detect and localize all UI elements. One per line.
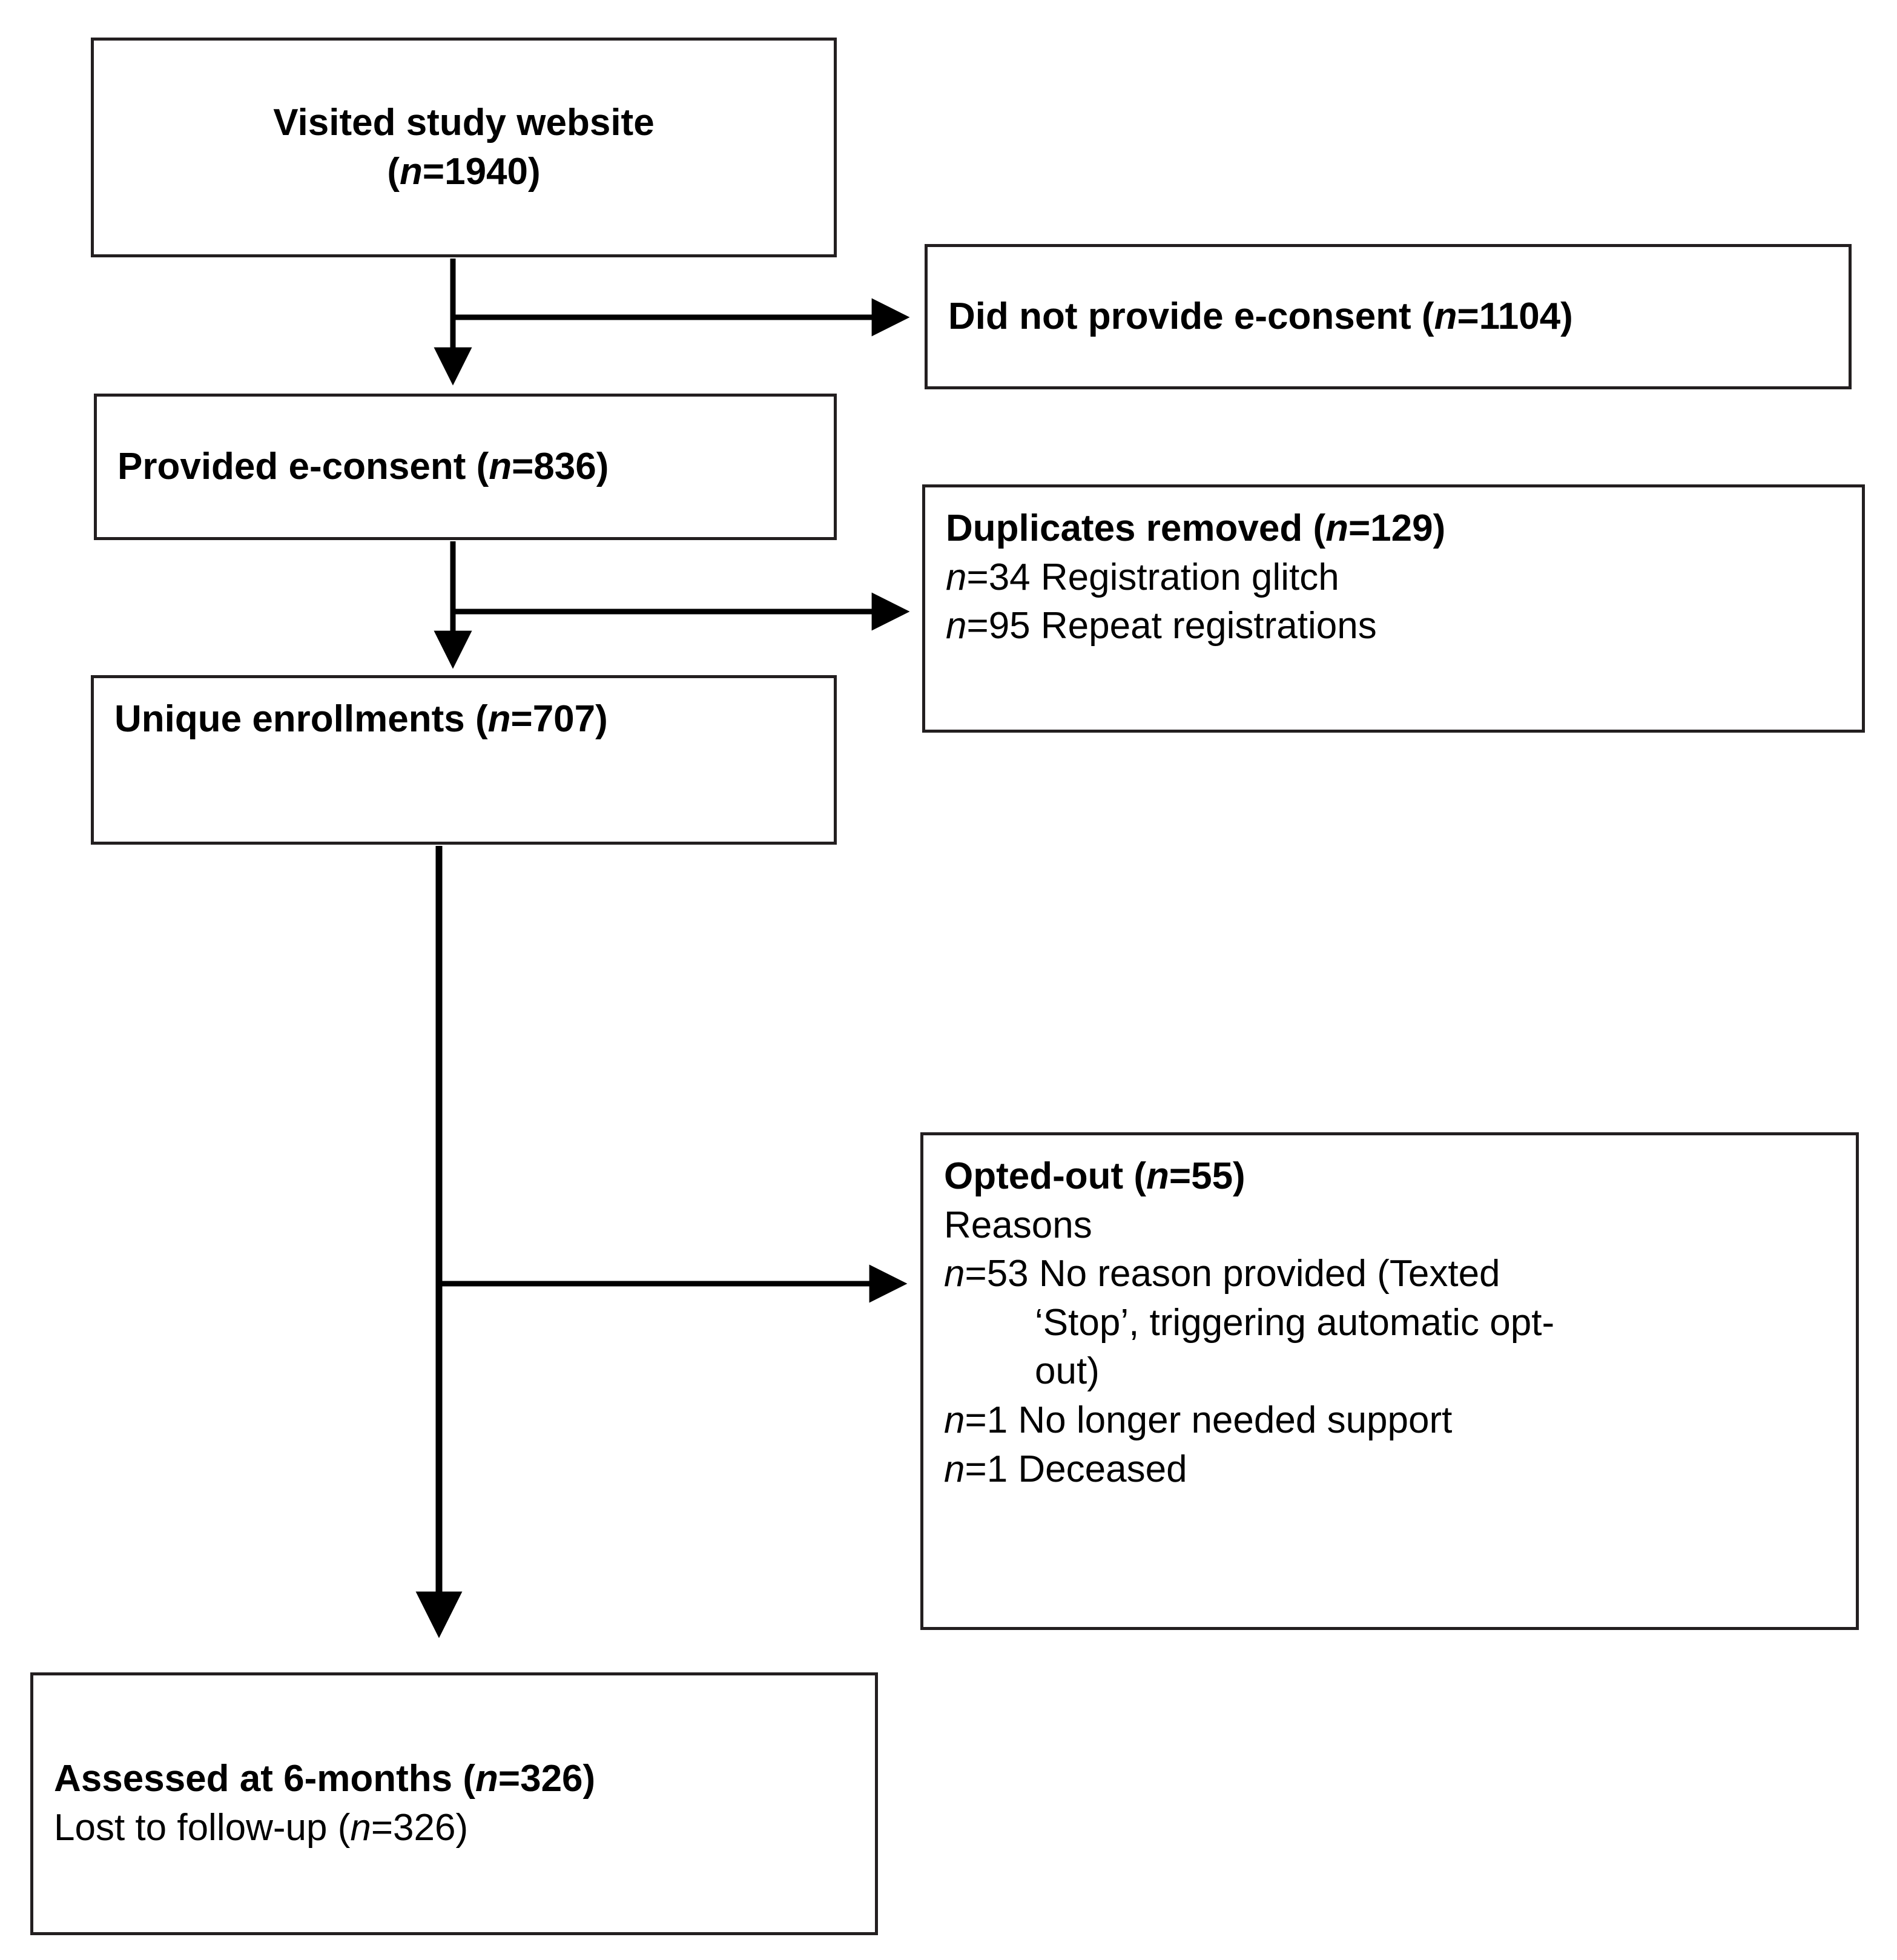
no-consent-label: Did not provide e-consent (n=1104) (948, 292, 1828, 342)
visited-n-symbol: n (400, 150, 423, 193)
consent-n-symbol: n (489, 445, 512, 487)
duplicates-row2-text: =95 Repeat registrations (966, 605, 1377, 647)
optedout-r1-n-symbol: n (944, 1253, 965, 1295)
assessed-header: Assessed at 6-months (n=326) (54, 1755, 854, 1804)
box-did-not-provide-econsent: Did not provide e-consent (n=1104) (925, 244, 1852, 389)
optedout-header: Opted-out (n=55) (944, 1152, 1835, 1201)
optedout-r2-n-symbol: n (944, 1399, 965, 1441)
optedout-header-b: =55) (1169, 1155, 1245, 1197)
optedout-r3-n-symbol: n (944, 1448, 965, 1490)
unique-text-b: =707) (510, 698, 608, 740)
box-visited-study-website: Visited study website (n=1940) (91, 38, 837, 257)
assessed-sub-a: Lost to follow-up ( (54, 1807, 351, 1849)
duplicates-row-repeat-registrations: n=95 Repeat registrations (946, 602, 1841, 651)
optedout-r1-text: =53 No reason provided (Texted (965, 1253, 1500, 1295)
duplicates-row1-text: =34 Registration glitch (966, 556, 1339, 598)
box-duplicates-removed: Duplicates removed (n=129) n=34 Registra… (922, 484, 1865, 733)
optedout-r3-text: =1 Deceased (965, 1448, 1187, 1490)
assessed-header-a: Assessed at 6-months ( (54, 1758, 475, 1800)
unique-label: Unique enrollments (n=707) (114, 695, 813, 744)
assessed-header-n-symbol: n (475, 1758, 498, 1800)
duplicates-header: Duplicates removed (n=129) (946, 504, 1841, 553)
unique-n-symbol: n (487, 698, 511, 740)
assessed-lost-to-followup: Lost to follow-up (n=326) (54, 1804, 854, 1853)
duplicates-row-registration-glitch: n=34 Registration glitch (946, 553, 1841, 602)
box-assessed-at-6-months: Assessed at 6-months (n=326) Lost to fol… (30, 1672, 878, 1935)
optedout-header-n-symbol: n (1146, 1155, 1169, 1197)
assessed-sub-n-symbol: n (350, 1807, 371, 1849)
box-unique-enrollments: Unique enrollments (n=707) (91, 675, 837, 845)
no-consent-text-a: Did not provide e-consent ( (948, 295, 1434, 337)
consent-text-b: =836) (512, 445, 609, 487)
no-consent-text-b: =1104) (1457, 295, 1573, 337)
duplicates-header-b: =129) (1348, 507, 1446, 549)
no-consent-n-symbol: n (1434, 295, 1457, 337)
duplicates-header-n-symbol: n (1325, 507, 1348, 549)
visited-title: Visited study website (273, 101, 655, 144)
visited-paren-open: ( (387, 150, 400, 193)
consent-text-a: Provided e-consent ( (117, 445, 489, 487)
optedout-reason-no-reason-provided: n=53 No reason provided (Texted (944, 1250, 1835, 1299)
optedout-reasons-label: Reasons (944, 1204, 1092, 1246)
optedout-reason-deceased: n=1 Deceased (944, 1445, 1835, 1494)
unique-text-a: Unique enrollments ( (114, 698, 488, 740)
duplicates-header-a: Duplicates removed ( (946, 507, 1326, 549)
optedout-reason-continuation-2: out) (1035, 1350, 1100, 1393)
box-opted-out: Opted-out (n=55) Reasons n=53 No reason … (920, 1132, 1859, 1630)
assessed-header-b: =326) (498, 1758, 596, 1800)
visited-n-value: =1940) (422, 150, 541, 193)
optedout-reason-no-longer-needed-support: n=1 No longer needed support (944, 1396, 1835, 1445)
assessed-sub-b: =326) (371, 1807, 469, 1849)
box-provided-econsent: Provided e-consent (n=836) (94, 394, 837, 540)
visited-count: (n=1940) (114, 148, 813, 197)
consent-label: Provided e-consent (n=836) (117, 443, 813, 492)
duplicates-row2-n-symbol: n (946, 605, 967, 647)
optedout-reason-continuation-1: ‘Stop’, triggering automatic opt- (1035, 1301, 1555, 1344)
optedout-r2-text: =1 No longer needed support (965, 1399, 1453, 1441)
optedout-header-a: Opted-out ( (944, 1155, 1147, 1197)
duplicates-row1-n-symbol: n (946, 556, 967, 598)
